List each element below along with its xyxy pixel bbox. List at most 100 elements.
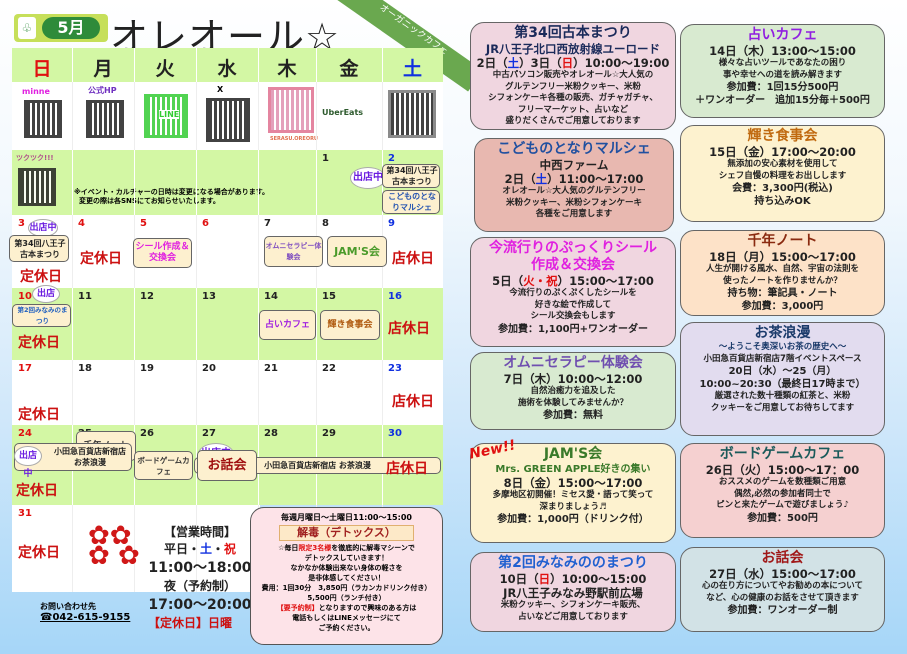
week-1: ツクツク!!! ※イベント・カルチャーの日時は変更になる場合があります。変更の際… bbox=[12, 150, 443, 215]
grid-line bbox=[316, 360, 317, 425]
closed-day-label: 定休日 bbox=[80, 251, 122, 267]
panel-jams: New!! JAM'S会 Mrs. GREEN APPLE好きの集い 8日（金）… bbox=[468, 437, 676, 543]
grid-line bbox=[382, 82, 383, 150]
day-number: 8 bbox=[322, 218, 329, 229]
day-number: 12 bbox=[140, 291, 154, 302]
panel-kodomo: こどものとなりマルシェ 中西ファーム 2日（土）11:00〜17:00 オレオー… bbox=[474, 138, 674, 232]
panel-uranai: 占いカフェ 14日（木）13:00〜15:00 様々な占いツールであなたの困り事… bbox=[680, 24, 885, 118]
cal-event-kodomo[interactable]: こどものとなりマルシェ bbox=[382, 190, 440, 214]
detox-title: 解毒（デトックス） bbox=[279, 525, 414, 541]
day-number: 23 bbox=[388, 363, 402, 374]
day-number: 14 bbox=[264, 291, 278, 302]
grid-line bbox=[196, 150, 197, 215]
tiktok-label: ツクツク!!! bbox=[16, 154, 54, 162]
month-label: 5月 bbox=[42, 17, 100, 39]
grid-line bbox=[72, 360, 73, 425]
panel-board: ボードゲームカフェ 26日（火）15:00〜17：00 おススメのゲームを数種類… bbox=[680, 443, 885, 538]
day-number: 27 bbox=[202, 428, 216, 439]
calendar: 日月火水木金土 minne 公式HP LINE X SERASU.OREORU … bbox=[9, 48, 443, 592]
cal-event-ohanashi[interactable]: お話会 bbox=[197, 450, 257, 481]
day-number: 18 bbox=[78, 363, 92, 374]
day-number: 16 bbox=[388, 291, 402, 302]
grid-line bbox=[134, 82, 135, 150]
grid-line bbox=[134, 360, 135, 425]
grid-line bbox=[196, 505, 197, 592]
x-qr-code[interactable] bbox=[206, 98, 250, 142]
weekday-0: 日 bbox=[32, 58, 52, 80]
grid-line bbox=[316, 48, 317, 82]
x-label: X bbox=[217, 85, 224, 94]
grid-line bbox=[258, 215, 259, 288]
cal-event-uranai[interactable]: 占いカフェ bbox=[259, 310, 316, 340]
grid-line bbox=[72, 505, 73, 592]
grid-line bbox=[316, 150, 317, 215]
cal-event-kagayaki[interactable]: 輝き食事会 bbox=[320, 310, 380, 340]
business-hours: 【営業時間】 平日・土・祝 11:00〜18:00 夜（予約制） 17:00〜2… bbox=[145, 523, 255, 631]
grid-line bbox=[134, 288, 135, 360]
grid-line bbox=[134, 48, 135, 82]
shutten-bubble: 出店中 bbox=[14, 446, 42, 479]
grid-line bbox=[196, 82, 197, 150]
day-number: 20 bbox=[202, 363, 216, 374]
cal-event-furuhon[interactable]: 第34回八王子古本まつり bbox=[382, 164, 440, 188]
cal-event-furuhon[interactable]: 第34回八王子古本まつり bbox=[9, 235, 69, 262]
day-number: 15 bbox=[322, 291, 336, 302]
week-4 bbox=[12, 360, 443, 425]
weekday-4: 木 bbox=[277, 58, 297, 80]
tiktok-qr-code[interactable] bbox=[18, 168, 56, 206]
notice: ※イベント・カルチャーの日時は変更になる場合があります。変更の際は各SNSにてお… bbox=[74, 188, 270, 205]
day-number: 5 bbox=[140, 218, 147, 229]
day-number: 22 bbox=[322, 363, 336, 374]
closed-day-label: 定休日 bbox=[16, 483, 58, 499]
grid-line bbox=[134, 505, 135, 592]
detox-box: 毎週月曜日〜土曜日11:00〜15:00 解毒（デトックス） ☆毎日限定3名様を… bbox=[250, 507, 443, 645]
shop-closed-label: 店休日 bbox=[388, 321, 430, 337]
day-number: 1 bbox=[322, 153, 329, 164]
ubereats-label[interactable]: UberEats bbox=[322, 108, 364, 117]
cal-event-seal[interactable]: シール作成＆交換会 bbox=[133, 238, 192, 268]
cal-event-omni[interactable]: オムニセラピー体験会 bbox=[264, 236, 323, 267]
weekday-6: 土 bbox=[402, 58, 422, 80]
website-qr-code[interactable] bbox=[86, 100, 124, 138]
shutten-bubble: 出店中 bbox=[350, 167, 386, 189]
month-logo: ♧5月 bbox=[14, 14, 108, 42]
phone-number[interactable]: ☎042-615-9155 bbox=[40, 612, 131, 623]
weekday-header: 日月火水木金土 bbox=[12, 48, 443, 82]
shop-closed-label: 店休日 bbox=[392, 251, 434, 267]
shop-closed-label: 店休日 bbox=[392, 394, 434, 410]
day-number: 21 bbox=[264, 363, 278, 374]
cal-event-minami[interactable]: 第2回みなみのまつり bbox=[12, 304, 71, 327]
cal-event-jams[interactable]: JAM'S会 bbox=[327, 236, 387, 267]
grid-line bbox=[196, 360, 197, 425]
closed-day-label: 定休日 bbox=[18, 335, 60, 351]
minne-qr-code[interactable] bbox=[24, 100, 62, 138]
day-number: 19 bbox=[140, 363, 154, 374]
grid-line bbox=[72, 82, 73, 150]
closed-day-label: 定休日 bbox=[18, 545, 60, 561]
cal-event-board[interactable]: ボードゲームカフェ bbox=[134, 451, 193, 480]
qr-code[interactable] bbox=[388, 90, 436, 138]
grid-line bbox=[134, 150, 135, 215]
hours-title: 【営業時間】 bbox=[163, 525, 236, 539]
day-hours: 11:00〜18:00 bbox=[148, 560, 252, 576]
panel-seal: 今流行りのぷっくりシール 作成＆交換会 5日（火・祝）15:00〜17:00 今… bbox=[470, 237, 676, 347]
day-number: 26 bbox=[140, 428, 154, 439]
grid-line bbox=[196, 48, 197, 82]
line-label: LINE bbox=[159, 110, 180, 119]
day-number: 13 bbox=[202, 291, 216, 302]
grid-line bbox=[258, 48, 259, 82]
weekday-2: 火 bbox=[155, 58, 175, 80]
shop-closed-label: 店休日 bbox=[386, 461, 428, 477]
night-label: 夜（予約制） bbox=[163, 579, 236, 593]
closed-weekday: 【定休日】日曜 bbox=[147, 616, 232, 630]
day-number: 3 bbox=[18, 218, 25, 229]
night-hours: 17:00〜20:00 bbox=[148, 597, 252, 613]
weekday-3: 水 bbox=[217, 58, 237, 80]
day-number: 2 bbox=[388, 153, 395, 164]
sns-row: minne 公式HP LINE X SERASU.OREORU UberEats bbox=[12, 82, 443, 150]
instagram-qr-code[interactable] bbox=[268, 87, 314, 133]
contact-label: お問い合わせ先 bbox=[40, 602, 96, 611]
grid-line bbox=[196, 288, 197, 360]
panel-minami: 第2回みなみののまつり 10日（日）10:00〜15:00 JR八王子みなみ野駅… bbox=[470, 552, 676, 632]
